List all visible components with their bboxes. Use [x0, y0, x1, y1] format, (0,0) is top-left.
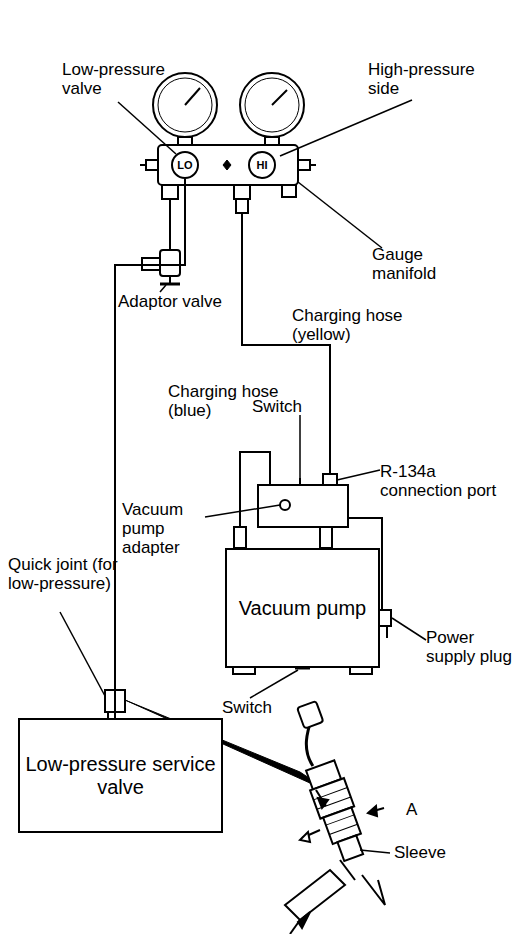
- adaptor-valve: [160, 250, 180, 276]
- part-label: Quick joint (for low-pressure): [8, 555, 128, 593]
- part-label: Switch: [252, 397, 322, 416]
- part-label: Switch: [222, 698, 292, 717]
- low-valve-knob: LO: [171, 151, 199, 179]
- node-text: HI: [257, 159, 268, 171]
- high-gauge: [240, 73, 304, 137]
- part-label: High-pressure side: [368, 60, 508, 98]
- part-label: Low-pressure valve: [62, 60, 182, 98]
- part-label: Gauge manifold: [372, 245, 492, 283]
- low-gauge: [153, 73, 217, 137]
- part-label: Vacuum pump adapter: [122, 500, 222, 557]
- vacuum-pump: Vacuum pump: [225, 548, 380, 668]
- part-label: Charging hose (yellow): [292, 306, 432, 344]
- node-text: Low-pressure service valve: [20, 753, 221, 799]
- part-label: Sleeve: [394, 843, 474, 862]
- gauge-manifold: [158, 145, 298, 185]
- part-label: R-134a connection port: [380, 462, 510, 500]
- node-text: Vacuum pump: [239, 597, 366, 620]
- service-valve-box: Low-pressure service valve: [18, 718, 223, 833]
- high-valve-knob: HI: [248, 151, 276, 179]
- charging-hose-yellow: [242, 213, 330, 478]
- quick-joint-detail: [282, 701, 371, 864]
- node-text: LO: [177, 159, 192, 171]
- part-label: Power supply plug: [426, 628, 512, 666]
- part-label: A: [406, 800, 430, 819]
- charging-hose: [115, 179, 185, 718]
- part-label: Adaptor valve: [118, 292, 228, 311]
